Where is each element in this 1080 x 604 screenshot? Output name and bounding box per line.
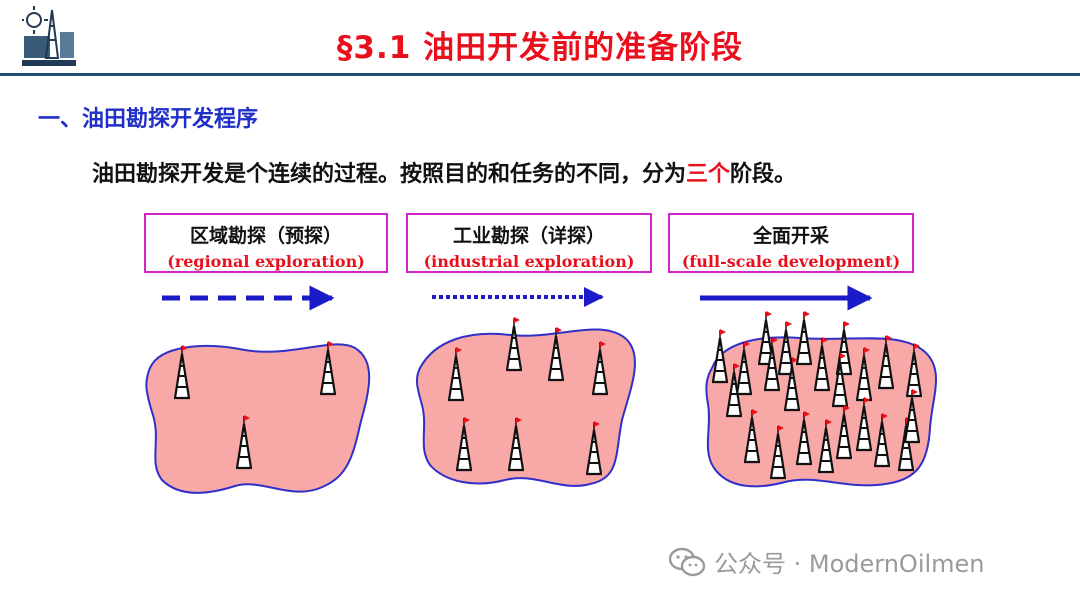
intro-text-end: 阶段。	[730, 162, 797, 187]
watermark-text: 公众号 · ModernOilmen	[714, 550, 985, 578]
slide-title: §3.1 油田开发前的准备阶段	[336, 30, 744, 66]
stage-box-industrial: 工业勘探（详探） (industrial exploration)	[406, 213, 652, 273]
watermark: 公众号 · ModernOilmen	[668, 544, 985, 579]
intro-text-start: 油田勘探开发是个连续的过程。按照目的和任务的不同，分为	[92, 162, 687, 187]
stage-label-en: (industrial exploration)	[423, 252, 635, 271]
oilfield-area-2	[415, 328, 636, 487]
stage-label-en: (regional exploration)	[167, 252, 365, 271]
intro-paragraph: 油田勘探开发是个连续的过程。按照目的和任务的不同，分为三个阶段。	[92, 156, 796, 188]
oilfield-area-1	[145, 343, 371, 494]
stage-label-zh: 区域勘探（预探）	[189, 225, 342, 247]
section-heading: 一、油田勘探开发程序	[38, 107, 259, 132]
stage-label-en: (full-scale development)	[681, 252, 901, 271]
stage-label-zh: 全面开采	[752, 225, 829, 247]
intro-highlight: 三个	[686, 162, 731, 187]
logo	[22, 6, 76, 66]
stage-box-fullscale: 全面开采 (full-scale development)	[668, 213, 914, 273]
stage-label-zh: 工业勘探（详探）	[452, 225, 605, 247]
title-divider	[0, 73, 1080, 76]
wechat-icon	[668, 547, 706, 576]
stage-box-regional: 区域勘探（预探） (regional exploration)	[144, 213, 388, 273]
